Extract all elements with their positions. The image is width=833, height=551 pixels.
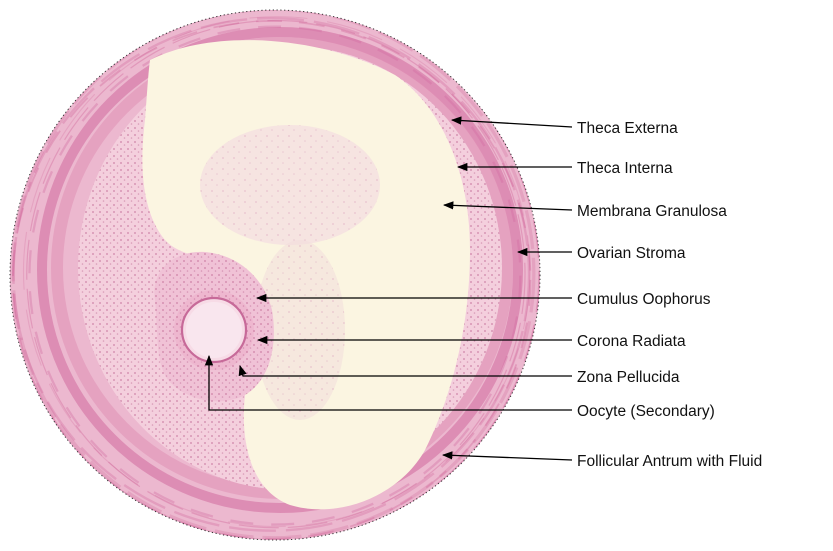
oocyte-region bbox=[186, 302, 242, 358]
label-cumulus-oophorus: Cumulus Oophorus bbox=[577, 291, 711, 308]
label-corona-radiata: Corona Radiata bbox=[577, 333, 686, 350]
label-oocyte: Oocyte (Secondary) bbox=[577, 403, 715, 420]
label-follicular-antrum: Follicular Antrum with Fluid bbox=[577, 453, 762, 470]
follicle-micrograph bbox=[2, 6, 545, 548]
structure-labels: Theca Externa Theca Interna Membrana Gra… bbox=[577, 120, 762, 470]
label-theca-externa: Theca Externa bbox=[577, 120, 678, 137]
label-ovarian-stroma: Ovarian Stroma bbox=[577, 245, 686, 262]
label-theca-interna: Theca Interna bbox=[577, 160, 673, 177]
label-zona-pellucida: Zona Pellucida bbox=[577, 369, 680, 386]
label-membrana-granulosa: Membrana Granulosa bbox=[577, 203, 727, 220]
